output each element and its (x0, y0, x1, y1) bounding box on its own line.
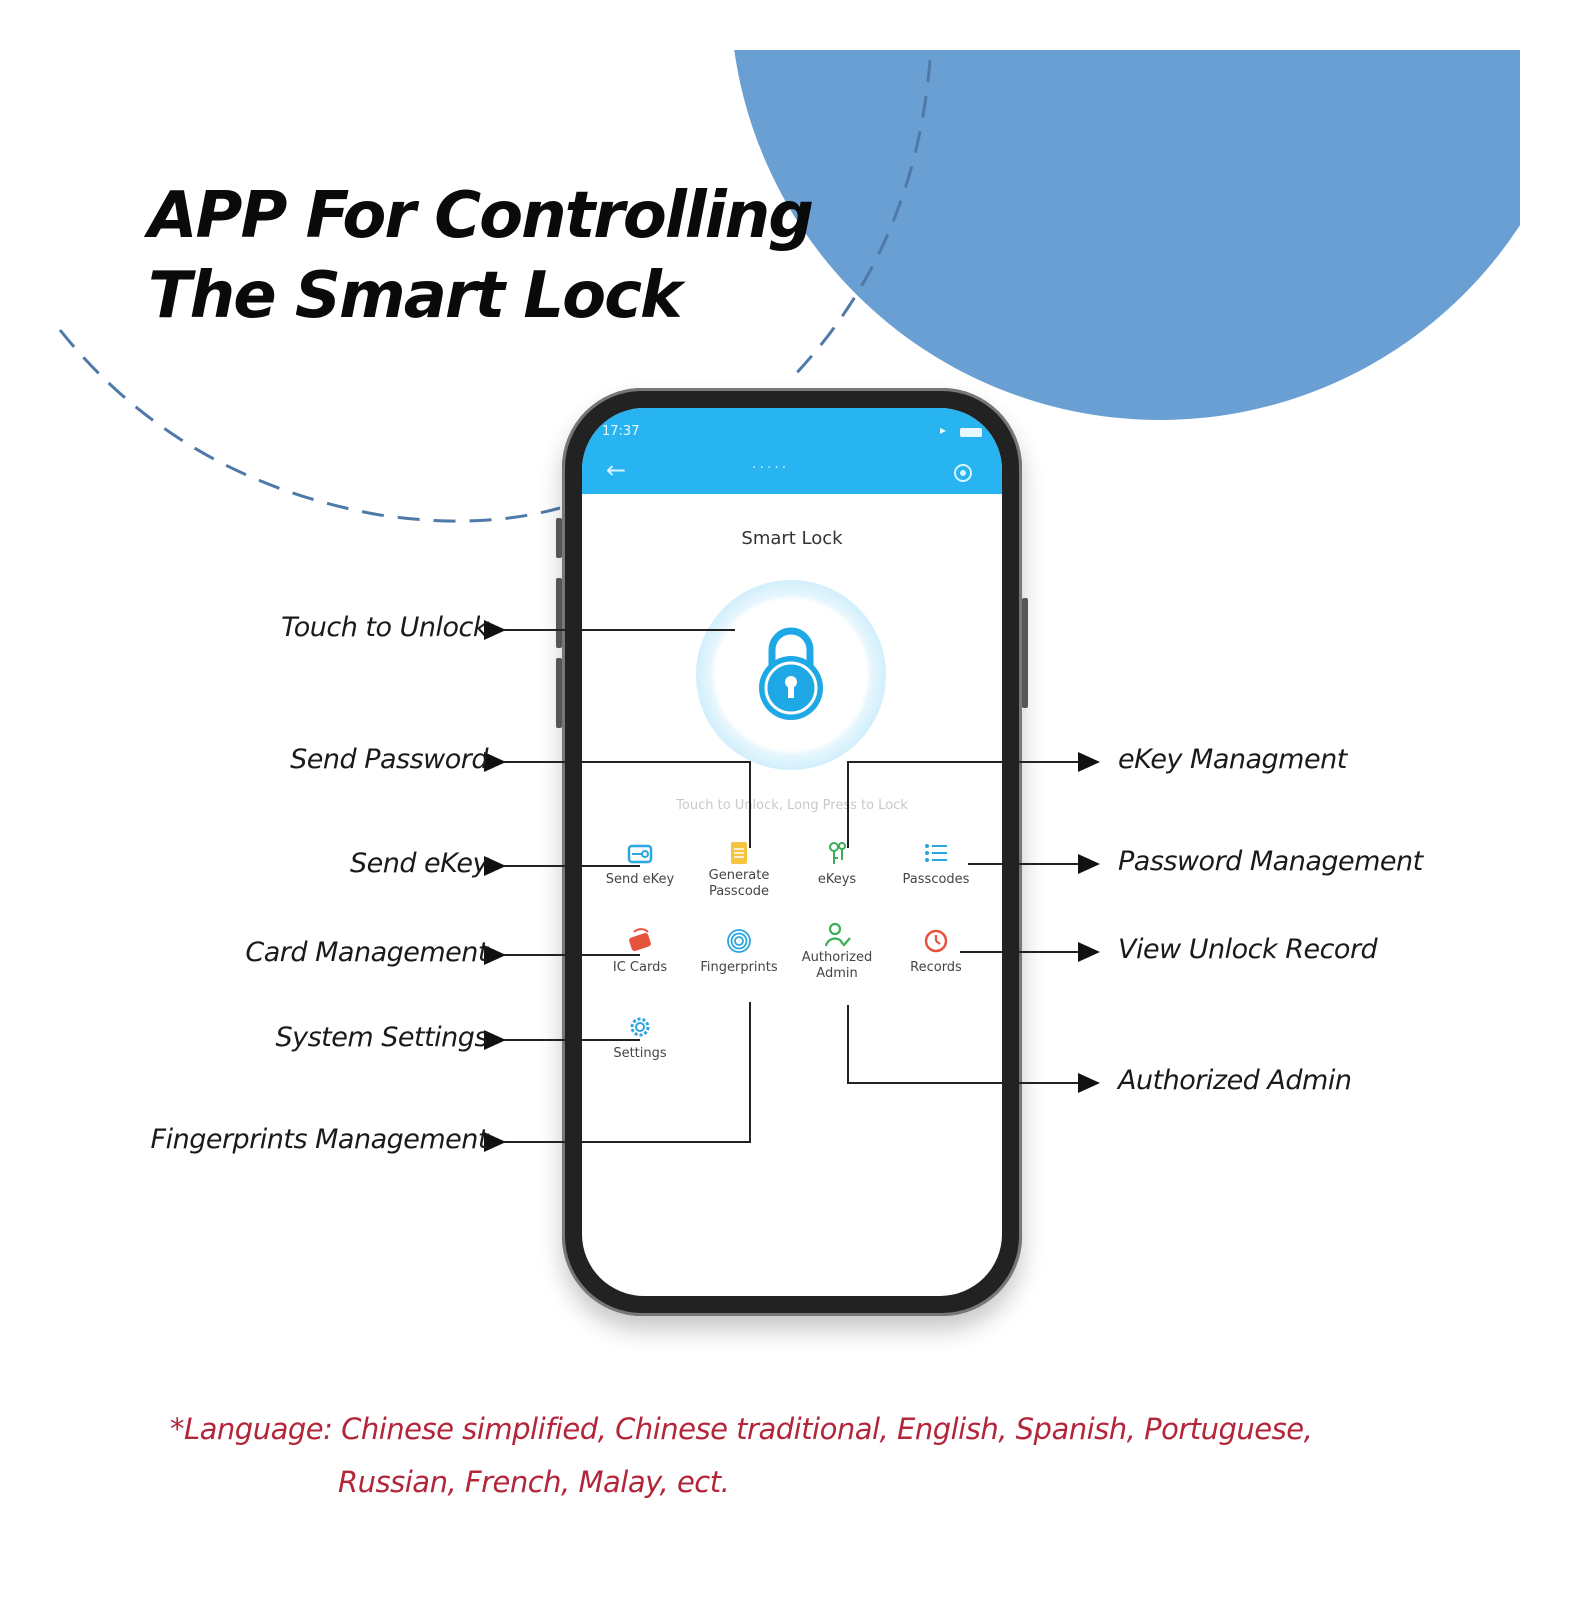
tile-label-line-2: Admin (816, 966, 858, 981)
tile-fingerprints[interactable]: Fingerprints (689, 926, 789, 976)
padlock-icon[interactable] (752, 622, 830, 722)
back-arrow-icon[interactable]: ← (606, 456, 627, 484)
tile-settings[interactable]: Settings (590, 1012, 690, 1062)
tile-label-line-2: Passcode (708, 884, 770, 899)
language-footnote-line-1: *Language: Chinese simplified, Chinese t… (170, 1412, 1313, 1446)
settings-icon[interactable] (954, 464, 972, 482)
phone-side-button (556, 658, 562, 728)
callout-view-unlock-record: View Unlock Record (1118, 934, 1378, 965)
blue-circle-decoration (734, 50, 1520, 420)
page-title: APP For Controlling The Smart Lock (148, 176, 814, 336)
unlock-hint: Touch to Unlock, Long Press to Lock (676, 798, 908, 813)
ekeys-icon (822, 838, 852, 868)
app-bar: 17:37 ▸ ← ····· (582, 408, 1002, 494)
phone-screen: 17:37 ▸ ← ····· Smart Lock Touch to Unlo… (582, 408, 1002, 1296)
callout-send-ekey: Send eKey (349, 848, 489, 879)
tile-generate-passcode[interactable]: Generate Passcode (689, 838, 789, 900)
passcodes-icon (921, 838, 951, 868)
title-line-1: APP For Controlling (148, 179, 814, 253)
fingerprint-icon (724, 926, 754, 956)
dashed-arc-decoration (58, 329, 561, 523)
tile-label: Passcodes (902, 872, 970, 887)
tile-authorized-admin[interactable]: Authorized Admin (787, 920, 887, 982)
tile-label: IC Cards (612, 960, 668, 975)
tile-ic-cards[interactable]: IC Cards (590, 926, 690, 976)
tile-label: eKeys (817, 872, 857, 887)
tile-label: Settings (613, 1046, 667, 1061)
callout-ekey-management: eKey Managment (1118, 744, 1347, 775)
title-line-2: The Smart Lock (148, 259, 683, 333)
ic-cards-icon (625, 926, 655, 956)
tile-records[interactable]: Records (886, 926, 986, 976)
battery-icon (960, 428, 982, 437)
tile-label: Generate (708, 868, 770, 883)
tile-passcodes[interactable]: Passcodes (886, 838, 986, 888)
records-icon (921, 926, 951, 956)
callout-touch-to-unlock: Touch to Unlock (281, 612, 488, 643)
tile-label: Send eKey (605, 872, 675, 887)
callout-authorized-admin: Authorized Admin (1118, 1065, 1352, 1096)
send-ekey-icon (625, 838, 655, 868)
phone-side-button (556, 518, 562, 558)
generate-passcode-icon (724, 838, 754, 868)
signal-icon: ▸ (939, 423, 946, 437)
tile-label: Fingerprints (700, 960, 778, 975)
callout-system-settings: System Settings (275, 1022, 488, 1053)
phone-power-button (1022, 598, 1028, 708)
app-bar-title-placeholder: ····· (752, 460, 790, 476)
app-title: Smart Lock (741, 528, 843, 549)
tile-send-ekey[interactable]: Send eKey (590, 838, 690, 888)
dashed-arc-upper-decoration (788, 59, 932, 382)
tile-label: Records (910, 960, 962, 975)
language-footnote-line-2: Russian, French, Malay, ect. (338, 1465, 730, 1499)
callout-card-management: Card Management (245, 937, 488, 968)
callout-fingerprints-management: Fingerprints Management (150, 1124, 489, 1155)
phone-mockup: 17:37 ▸ ← ····· Smart Lock Touch to Unlo… (556, 388, 1028, 1316)
settings-gear-icon (625, 1012, 655, 1042)
tile-ekeys[interactable]: eKeys (787, 838, 887, 888)
status-time: 17:37 (602, 424, 640, 439)
tile-label: Authorized (801, 950, 873, 965)
callout-send-password: Send Password (290, 744, 488, 775)
phone-side-button (556, 578, 562, 648)
authorized-admin-icon (822, 920, 852, 950)
callout-password-management: Password Management (1118, 846, 1423, 877)
